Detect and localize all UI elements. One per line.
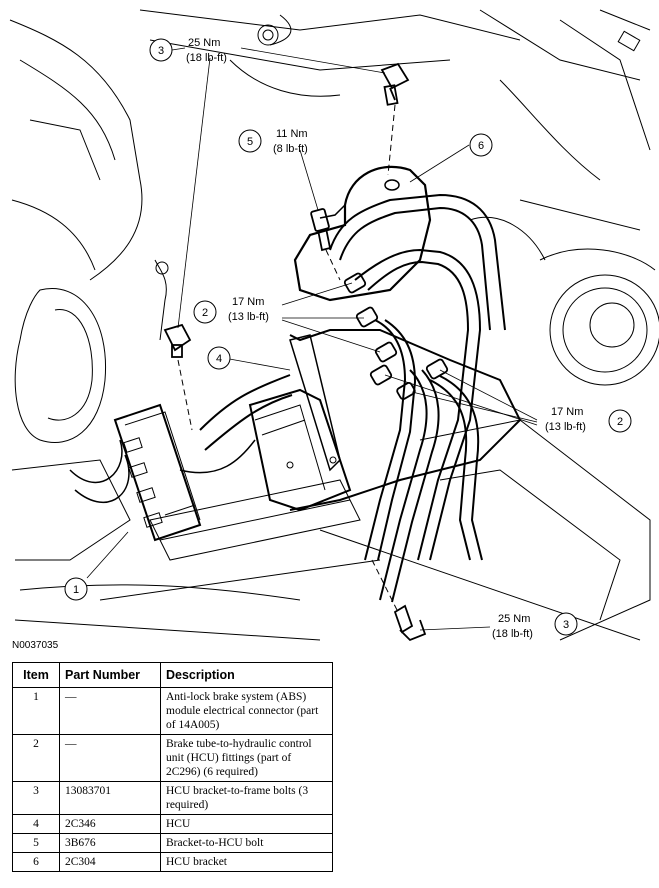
callout-2-left: 2 17 Nm (13 lb-ft): [193, 296, 269, 324]
leader-lines: [86, 47, 538, 631]
cell-part-number: 13083701: [59, 781, 161, 815]
torque-nm: 25 Nm: [188, 37, 220, 49]
cell-part-number: 3B676: [59, 833, 161, 853]
callout-number: 6: [478, 140, 484, 152]
callout-3-top: 3 25 Nm (18 lb-ft): [149, 37, 227, 64]
callout-3-bottom: 25 Nm (18 lb-ft) 3: [492, 612, 578, 640]
callout-number: 2: [617, 416, 623, 428]
cell-description: HCU bracket: [160, 852, 333, 872]
cell-part-number: —: [59, 734, 161, 782]
cell-description: HCU: [160, 814, 333, 834]
cell-item: 2: [12, 734, 60, 782]
cell-item: 4: [12, 814, 60, 834]
torque-lbft: (13 lb-ft): [545, 421, 586, 433]
table-row: 1 — Anti-lock brake system (ABS) module …: [12, 687, 333, 735]
callout-number: 3: [563, 619, 569, 631]
cell-part-number: —: [59, 687, 161, 735]
callout-number: 3: [158, 45, 164, 57]
parts-table: Item Part Number Description 1 — Anti-lo…: [12, 662, 333, 872]
cell-description: Bracket-to-HCU bolt: [160, 833, 333, 853]
cell-description: HCU bracket-to-frame bolts (3 required): [160, 781, 333, 815]
torque-lbft: (18 lb-ft): [186, 52, 227, 64]
cell-part-number: 2C304: [59, 852, 161, 872]
torque-lbft: (13 lb-ft): [228, 311, 269, 323]
torque-nm: 11 Nm: [276, 128, 308, 140]
header-item: Item: [12, 662, 60, 688]
cell-item: 3: [12, 781, 60, 815]
cell-item: 6: [12, 852, 60, 872]
callout-2-right: 17 Nm (13 lb-ft) 2: [545, 406, 632, 433]
callout-number: 5: [247, 136, 253, 148]
torque-nm: 17 Nm: [551, 406, 583, 418]
exploded-view-diagram: 3 25 Nm (18 lb-ft) 5 11 Nm (8 lb-ft) 6 2…: [9, 9, 659, 642]
callout-4: 4: [207, 346, 231, 370]
table-row: 2 — Brake tube-to-hydraulic control unit…: [12, 734, 333, 782]
callout-number: 1: [73, 584, 79, 596]
cell-item: 1: [12, 687, 60, 735]
cell-item: 5: [12, 833, 60, 853]
torque-lbft: (18 lb-ft): [492, 628, 533, 640]
figure-id: N0037035: [12, 640, 59, 651]
background-line-art: [9, 9, 659, 642]
table-row: 4 2C346 HCU: [12, 814, 333, 834]
table-row: 3 13083701 HCU bracket-to-frame bolts (3…: [12, 781, 333, 815]
torque-lbft: (8 lb-ft): [273, 143, 308, 155]
table-row: 6 2C304 HCU bracket: [12, 852, 333, 872]
callout-number: 4: [216, 353, 222, 365]
cell-description: Brake tube-to-hydraulic control unit (HC…: [160, 734, 333, 782]
torque-nm: 17 Nm: [232, 296, 264, 308]
table-header-row: Item Part Number Description: [12, 662, 333, 688]
callout-1: 1: [64, 577, 88, 601]
header-description: Description: [160, 662, 333, 688]
torque-nm: 25 Nm: [498, 613, 530, 625]
header-part-number: Part Number: [59, 662, 161, 688]
callout-number: 2: [202, 307, 208, 319]
table-row: 5 3B676 Bracket-to-HCU bolt: [12, 833, 333, 853]
cell-description: Anti-lock brake system (ABS) module elec…: [160, 687, 333, 735]
callout-5: 5 11 Nm (8 lb-ft): [238, 128, 308, 155]
cell-part-number: 2C346: [59, 814, 161, 834]
callout-6: 6: [469, 133, 493, 157]
